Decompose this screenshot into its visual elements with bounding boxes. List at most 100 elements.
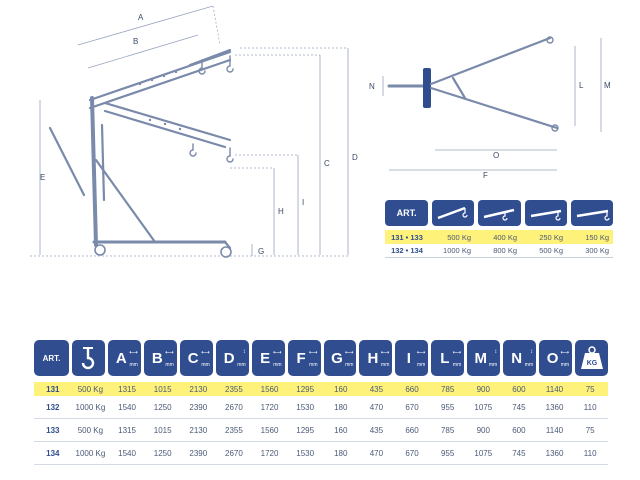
dim-cell-o: 1360 (545, 448, 564, 458)
weight-icon: KG (575, 340, 608, 376)
boom-capacity-row: 132 • 134 1000 Kg 800 Kg 500 Kg 300 Kg (385, 244, 613, 258)
weight-cell: 110 (583, 448, 597, 458)
header-dim-i: I⟷mm (395, 340, 429, 376)
crane-side-view: A B E (30, 0, 370, 270)
dim-cell-d: 2355 (225, 425, 243, 435)
dimensions-header: ART. A⟷mm B⟷mm C⟷mm D↕mm E⟷mm F⟷mm G⟷mm … (34, 340, 608, 376)
dim-label-l: L (579, 81, 584, 90)
dim-cell-d: 2670 (225, 448, 243, 458)
dim-label-e: E (40, 173, 45, 182)
dim-cell-m: 1075 (474, 448, 493, 458)
dim-cell-a: 1540 (118, 402, 136, 412)
dim-cell-b: 1250 (153, 402, 172, 412)
dim-label-n: N (369, 82, 375, 91)
header-dim-e: E⟷mm (251, 340, 285, 376)
capacity-cell: 400 Kg (493, 232, 517, 242)
boom-capacity-table: ART. 131 • 133 500 Kg 400 Kg 250 Kg 150 … (385, 200, 613, 258)
dim-cell-o: 1140 (545, 425, 564, 435)
dim-cell-i: 660 (405, 384, 419, 394)
dim-cell-c: 2130 (189, 384, 208, 394)
capacity-cell: 800 Kg (493, 246, 517, 255)
dim-cell-o: 1360 (545, 402, 564, 412)
dim-cell-o: 1140 (545, 384, 564, 394)
dim-cell-c: 2130 (189, 425, 208, 435)
dim-cell-m: 900 (476, 425, 490, 435)
dim-cell-e: 1560 (260, 425, 279, 435)
dim-cell-n: 600 (512, 384, 526, 394)
dim-cell-h: 435 (369, 425, 384, 435)
dim-cell-i: 670 (405, 448, 419, 458)
dim-label-i: I (302, 198, 304, 207)
dim-label-b: B (133, 37, 138, 46)
dim-label-m: M (604, 81, 611, 90)
dim-cell-h: 435 (369, 384, 384, 394)
boom-position-1-icon (432, 200, 475, 226)
capacity-cell: 300 Kg (585, 246, 609, 255)
capacity-cell: 1000 Kg (75, 402, 106, 412)
dim-cell-f: 1530 (296, 402, 315, 412)
dim-label-a: A (138, 13, 144, 22)
boom-position-4-icon (570, 200, 613, 226)
dim-label-o: O (493, 151, 499, 160)
art-cell: 132 (46, 402, 60, 412)
dim-label-f: F (483, 171, 488, 180)
header-dim-d: D↕mm (215, 340, 249, 376)
capacity-cell: 150 Kg (585, 232, 609, 242)
dim-cell-n: 745 (512, 402, 526, 412)
table-row: 131 500 Kg 1315 1015 2130 2355 1560 1295… (34, 382, 608, 396)
header-dim-n: N↕mm (503, 340, 537, 376)
art-cell: 132 • 134 (391, 246, 423, 255)
capacity-cell: 250 Kg (539, 232, 563, 242)
capacity-cell: 500 Kg (77, 384, 104, 394)
boom-position-3-icon (524, 200, 567, 226)
header-dim-m: M↕mm (467, 340, 501, 376)
dim-cell-l: 955 (440, 448, 455, 458)
header-dim-o: O⟷mm (539, 340, 573, 376)
dim-cell-d: 2670 (225, 402, 243, 412)
dim-cell-l: 785 (440, 425, 455, 435)
dim-cell-b: 1250 (153, 448, 172, 458)
dim-cell-h: 470 (369, 448, 384, 458)
dim-label-c: C (324, 159, 330, 168)
dim-cell-f: 1530 (296, 448, 315, 458)
boom-position-2-icon (478, 200, 521, 226)
dim-cell-n: 745 (512, 448, 526, 458)
dim-cell-e: 1560 (260, 384, 279, 394)
dim-cell-a: 1540 (118, 448, 136, 458)
dim-cell-a: 1315 (118, 425, 136, 435)
crane-top-view: N L M O F (365, 28, 615, 188)
art-cell: 134 (46, 448, 60, 458)
table-row: 133 500 Kg 1315 1015 2130 2355 1560 1295… (34, 419, 608, 442)
capacity-cell: 500 Kg (77, 425, 104, 435)
boom-capacity-header: ART. (385, 200, 613, 226)
header-dim-b: B⟷mm (143, 340, 177, 376)
dim-cell-g: 160 (334, 384, 348, 394)
table-row: 134 1000 Kg 1540 1250 2390 2670 1720 153… (34, 442, 608, 465)
dim-cell-m: 1075 (474, 402, 493, 412)
table-row: 132 1000 Kg 1540 1250 2390 2670 1720 153… (34, 396, 608, 419)
dim-cell-n: 600 (512, 425, 526, 435)
art-cell: 131 (46, 384, 60, 394)
dim-label-g: G (258, 247, 264, 256)
dim-cell-g: 160 (334, 425, 348, 435)
weight-label: KG (586, 360, 597, 367)
dim-cell-m: 900 (476, 384, 490, 394)
dim-cell-g: 180 (334, 402, 348, 412)
dim-cell-i: 660 (405, 425, 419, 435)
dim-cell-f: 1295 (296, 384, 315, 394)
weight-cell: 75 (585, 384, 595, 394)
dim-cell-c: 2390 (189, 402, 208, 412)
weight-cell: 75 (585, 425, 595, 435)
art-header: ART. (385, 200, 429, 226)
dim-cell-e: 1720 (260, 402, 279, 412)
dim-cell-i: 670 (405, 402, 419, 412)
dim-cell-b: 1015 (153, 425, 172, 435)
dim-cell-b: 1015 (153, 384, 172, 394)
dim-cell-d: 2355 (225, 384, 243, 394)
dim-cell-a: 1315 (118, 384, 136, 394)
boom-capacity-row: 131 • 133 500 Kg 400 Kg 250 Kg 150 Kg (385, 230, 613, 244)
capacity-hook-icon (71, 340, 105, 376)
dimensions-table: ART. A⟷mm B⟷mm C⟷mm D↕mm E⟷mm F⟷mm G⟷mm … (34, 340, 608, 465)
dim-cell-h: 470 (369, 402, 384, 412)
dim-cell-c: 2390 (189, 448, 208, 458)
